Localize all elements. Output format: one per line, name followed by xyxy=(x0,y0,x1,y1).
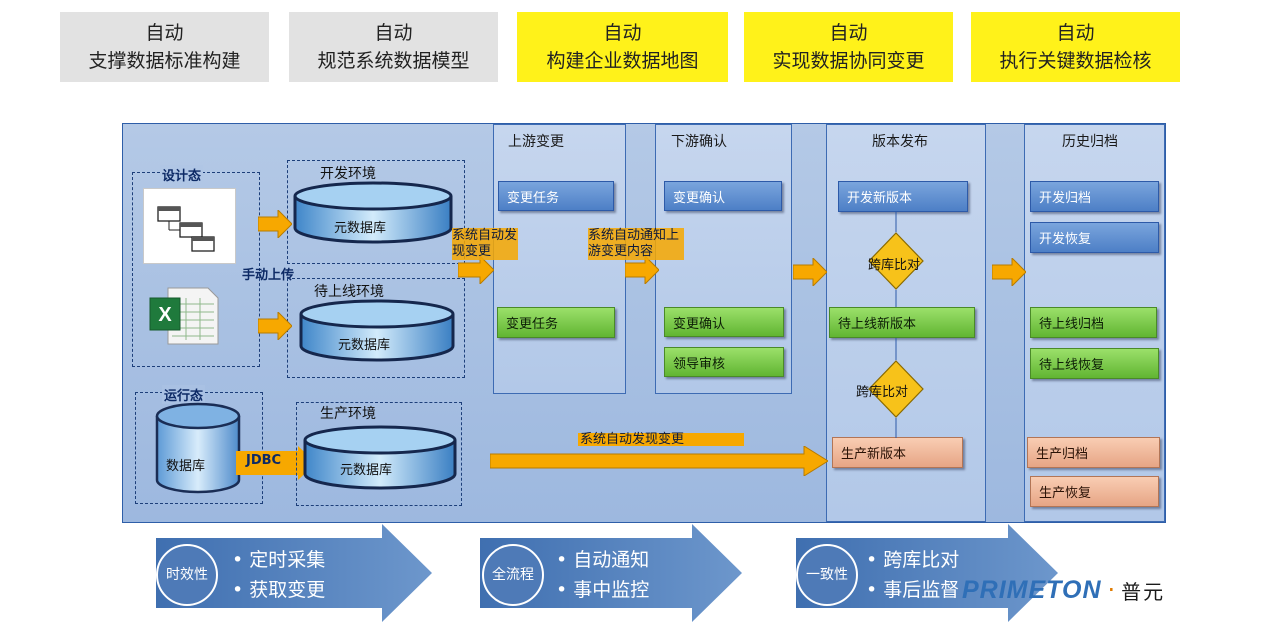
auto-detect-banner-bg xyxy=(578,433,744,446)
prod-env-label: 生产环境 xyxy=(320,406,376,422)
bottom-item: 事后监督 xyxy=(883,579,960,601)
header-box-2: 自动 规范系统数据模型 xyxy=(289,12,498,82)
prod-archive[interactable]: 生产归档 xyxy=(1027,437,1160,468)
bottom-arrow-1 xyxy=(156,524,432,622)
staging-metadb-icon xyxy=(299,299,455,362)
change-task-dev[interactable]: 变更任务 xyxy=(498,181,614,211)
bottom-2-items: • 自动通知 • 事中监控 xyxy=(556,549,650,601)
dev-restore[interactable]: 开发恢复 xyxy=(1030,222,1159,253)
bottom-item: 定时采集 xyxy=(249,549,326,571)
bottom-item: 自动通知 xyxy=(573,549,650,571)
arrow-excel-to-staging xyxy=(258,312,292,340)
header-line2: 实现数据协同变更 xyxy=(772,50,925,72)
header-line2: 支撑数据标准构建 xyxy=(88,50,241,72)
prod-metadb-icon xyxy=(303,425,457,490)
bottom-3-items: • 跨库比对 • 事后监督 xyxy=(866,549,960,601)
arrow-to-upstream xyxy=(458,256,494,284)
change-confirm-dev[interactable]: 变更确认 xyxy=(664,181,782,211)
cross-db-compare-diamond-2[interactable] xyxy=(868,360,924,418)
logo-cn: 普元 xyxy=(1121,579,1166,604)
column-title-archive: 历史归档 xyxy=(1062,134,1118,150)
auto-detect-change-note: 系统自动发现变更 xyxy=(452,228,518,260)
svg-text:X: X xyxy=(158,304,172,326)
header-line2: 构建企业数据地图 xyxy=(546,50,699,72)
prod-env-group xyxy=(296,402,462,506)
prod-metadb-label: 元数据库 xyxy=(340,463,393,478)
model-diagram-icon xyxy=(143,188,236,264)
bottom-1-items: • 定时采集 • 获取变更 xyxy=(232,549,326,601)
staging-env-label: 待上线环境 xyxy=(314,284,384,300)
dev-env-label: 开发环境 xyxy=(320,166,376,182)
header-line1: 自动 xyxy=(1056,22,1095,44)
jdbc-label: JDBC xyxy=(246,453,282,468)
change-task-staging[interactable]: 变更任务 xyxy=(497,307,615,338)
header-line2: 规范系统数据模型 xyxy=(317,50,470,72)
dev-archive[interactable]: 开发归档 xyxy=(1030,181,1159,212)
header-line1: 自动 xyxy=(829,22,868,44)
manual-upload-label: 手动上传 xyxy=(242,268,295,283)
staging-restore[interactable]: 待上线恢复 xyxy=(1030,348,1159,379)
header-box-3: 自动 构建企业数据地图 xyxy=(517,12,728,82)
arrow-to-archive xyxy=(992,258,1026,286)
dev-env-group xyxy=(287,160,465,264)
auto-notify-note: 系统自动通知上游变更内容 xyxy=(588,228,684,260)
cross-db-compare-label-1: 跨库比对 xyxy=(868,258,921,273)
release-connector xyxy=(895,212,897,438)
arrow-upstream-to-downstream xyxy=(625,256,659,284)
column-title-upstream: 上游变更 xyxy=(508,134,564,150)
bottom-item: 跨库比对 xyxy=(883,549,960,571)
bottom-item: 事中监控 xyxy=(573,579,650,601)
badge-full-process: 全流程 xyxy=(482,544,544,606)
dev-new-version[interactable]: 开发新版本 xyxy=(838,181,968,212)
header-box-5: 自动 执行关键数据检核 xyxy=(971,12,1180,82)
bottom-arrow-2 xyxy=(480,524,742,622)
source-database-label: 数据库 xyxy=(166,459,206,474)
arrow-to-release xyxy=(793,258,827,286)
dev-metadb-icon xyxy=(293,181,453,244)
prod-restore[interactable]: 生产恢复 xyxy=(1030,476,1159,507)
auto-detect-prod-note: 系统自动发现变更 xyxy=(580,432,685,447)
logo-brand: PRIMETON xyxy=(962,575,1102,604)
header-box-1: 自动 支撑数据标准构建 xyxy=(60,12,269,82)
cross-db-compare-label-2: 跨库比对 xyxy=(856,385,909,400)
arrow-prod-to-release xyxy=(490,446,828,476)
excel-file-icon: X xyxy=(148,286,222,346)
design-state-label: 设计态 xyxy=(160,165,204,184)
header-box-4: 自动 实现数据协同变更 xyxy=(744,12,953,82)
header-line1: 自动 xyxy=(145,22,184,44)
column-title-downstream: 下游确认 xyxy=(671,134,727,150)
header-line1: 自动 xyxy=(603,22,642,44)
header-line1: 自动 xyxy=(374,22,413,44)
logo-dot: · xyxy=(1107,576,1116,604)
source-database-icon xyxy=(153,402,243,494)
leader-review[interactable]: 领导审核 xyxy=(664,347,784,377)
staging-new-version[interactable]: 待上线新版本 xyxy=(829,307,975,338)
bottom-arrow-3 xyxy=(796,524,1058,622)
column-title-release: 版本发布 xyxy=(872,134,928,150)
primeton-logo: PRIMETON · 普元 xyxy=(962,574,1262,606)
run-state-label: 运行态 xyxy=(162,385,206,404)
prod-new-version[interactable]: 生产新版本 xyxy=(832,437,963,468)
change-confirm-staging[interactable]: 变更确认 xyxy=(664,307,784,337)
staging-metadb-label: 元数据库 xyxy=(338,338,391,353)
staging-archive[interactable]: 待上线归档 xyxy=(1030,307,1157,338)
arrow-design-to-dev xyxy=(258,210,292,238)
bottom-item: 获取变更 xyxy=(249,579,326,601)
header-line2: 执行关键数据检核 xyxy=(999,50,1152,72)
cross-db-compare-diamond-1[interactable] xyxy=(868,232,924,290)
badge-timeliness: 时效性 xyxy=(156,544,218,606)
dev-metadb-label: 元数据库 xyxy=(334,221,387,236)
badge-consistency: 一致性 xyxy=(796,544,858,606)
